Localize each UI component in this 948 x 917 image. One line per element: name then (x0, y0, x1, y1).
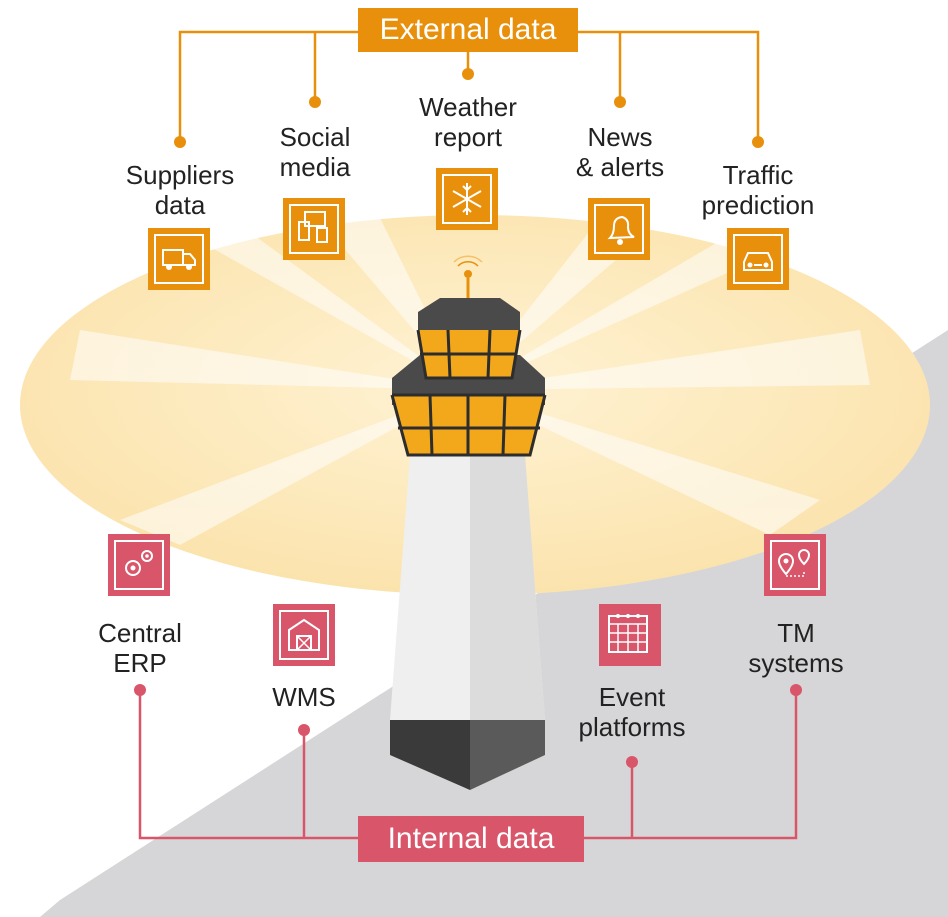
truck-icon (162, 249, 196, 270)
label-line: prediction (701, 190, 815, 220)
gears-icon (125, 550, 153, 576)
label-line: Central (98, 618, 182, 648)
snowflake-icon (452, 183, 482, 215)
tm-systems-tile (764, 534, 826, 596)
connector-dot (790, 684, 802, 696)
label-line: systems (748, 648, 844, 678)
label-line: WMS (272, 682, 336, 712)
label-line: Traffic (722, 160, 794, 190)
weather-report-tile (436, 168, 498, 230)
label-line: & alerts (575, 152, 665, 182)
label-line: platforms (578, 712, 686, 742)
devices-icon (298, 211, 328, 243)
label-line: data (154, 190, 206, 220)
connector-dot (752, 136, 764, 148)
label-line: Weather (419, 92, 517, 122)
label-line: report (434, 122, 502, 152)
label-line: TM (777, 618, 815, 648)
connector-dot (309, 96, 321, 108)
external-data-header: External data (358, 8, 578, 52)
central-erp-tile (108, 534, 170, 596)
label-line: News (587, 122, 653, 152)
label-line: Social (279, 122, 351, 152)
internal-connectors (138, 690, 798, 840)
news-alerts-label: News& alerts (576, 122, 664, 182)
event-platforms-tile (599, 604, 661, 666)
connector-dot (134, 684, 146, 696)
label-line: ERP (113, 648, 167, 678)
suppliers-data-tile (148, 228, 210, 290)
tower-base (390, 720, 470, 790)
calendar-icon (608, 614, 648, 653)
connector-dot (462, 68, 474, 80)
internal-data-header: Internal data (358, 816, 584, 862)
route-map-icon (777, 549, 811, 577)
news-alerts-tile (588, 198, 650, 260)
external-connectors (178, 30, 760, 142)
connector-dot (614, 96, 626, 108)
connector-dot (626, 756, 638, 768)
warehouse-icon (288, 618, 320, 651)
label-line: media (279, 152, 351, 182)
wms-tile (273, 604, 335, 666)
label-line: Suppliers (125, 160, 235, 190)
antenna-icon (464, 270, 472, 278)
label-line: Event (598, 682, 666, 712)
connector-dot (298, 724, 310, 736)
connector-dot (174, 136, 186, 148)
wms-label: WMS (272, 682, 336, 712)
bell-icon (607, 215, 638, 245)
car-icon (743, 252, 773, 271)
traffic-prediction-tile (727, 228, 789, 290)
light-beams (70, 218, 870, 545)
social-media-tile (283, 198, 345, 260)
tower-top-roof (418, 298, 520, 330)
